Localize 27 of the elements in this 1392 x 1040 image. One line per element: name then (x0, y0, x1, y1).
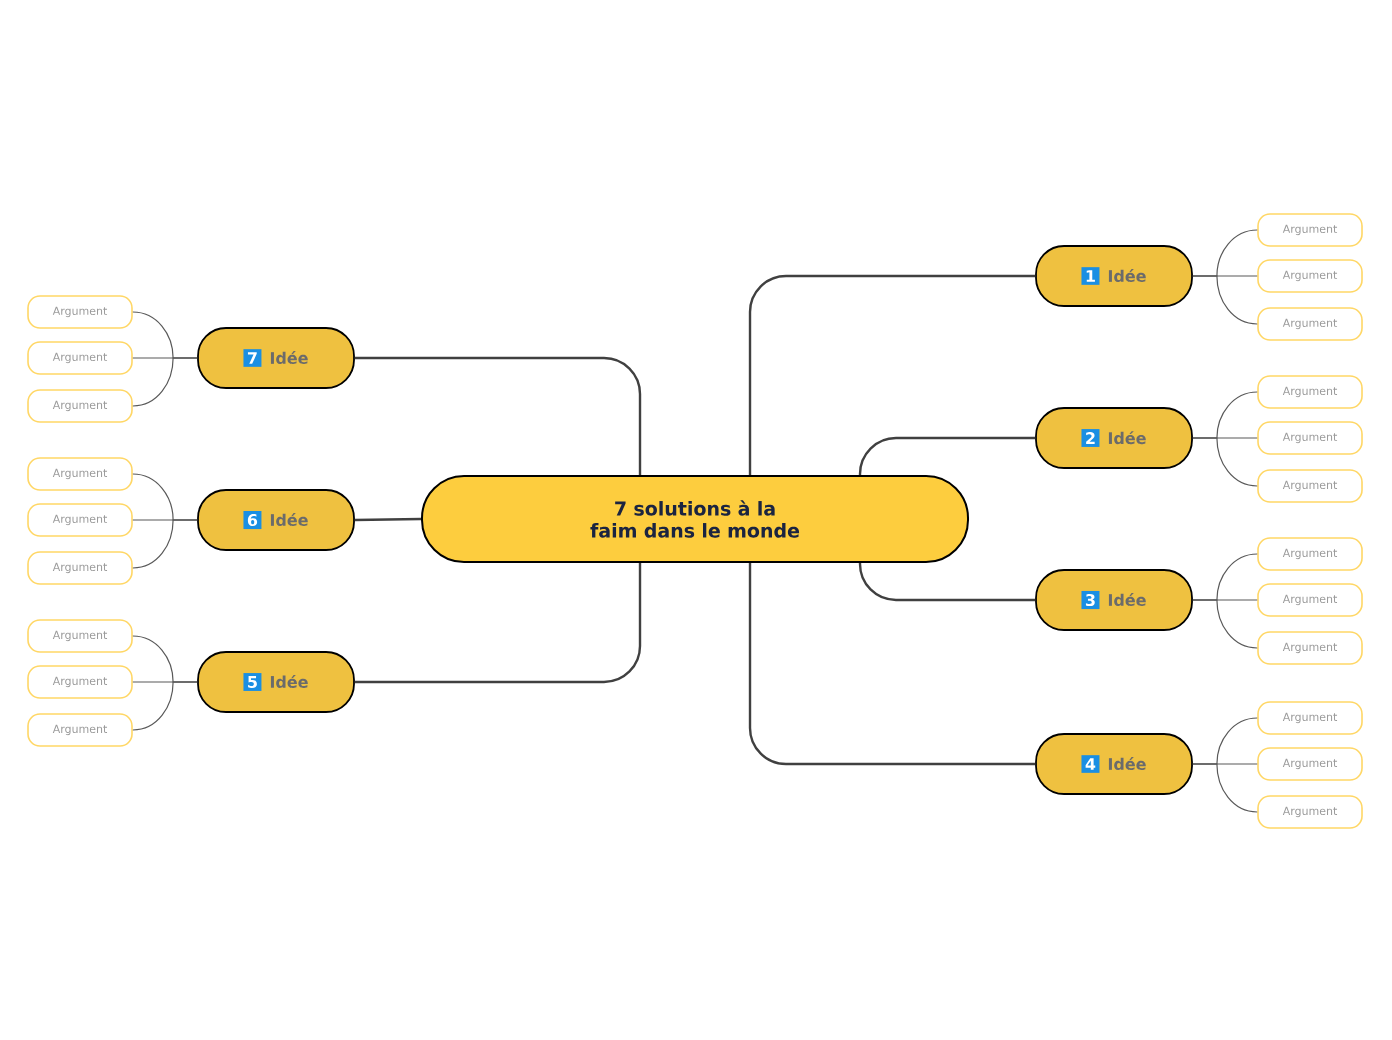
branch-line (858, 436, 1036, 476)
idea-box: 4 Idée (1035, 733, 1193, 795)
number-badge: 1 (1081, 267, 1100, 285)
idea-box: 7 Idée (197, 327, 355, 389)
idea-box: 5 Idée (197, 651, 355, 713)
connector-line (1192, 599, 1258, 649)
number-badge: 4 (1081, 755, 1100, 773)
connector-line (1192, 275, 1258, 325)
branch-line (354, 356, 642, 475)
central-topic-box: 7 solutions à la faim dans le monde (421, 475, 969, 563)
branch-line (748, 274, 1036, 475)
idea-box: 1 Idée (1035, 245, 1193, 307)
branch-line (354, 563, 642, 684)
connector-line (132, 519, 198, 569)
number-badge: 5 (243, 673, 262, 691)
branch-line (858, 562, 1036, 602)
connector-line (1192, 437, 1258, 487)
connector-line (1192, 763, 1258, 813)
idea-box: 2 Idée (1035, 407, 1193, 469)
number-badge: 2 (1081, 429, 1100, 447)
connector-line (132, 357, 198, 407)
branch-line (354, 517, 421, 522)
number-badge: 7 (243, 349, 262, 367)
branch-line (748, 563, 1036, 766)
connector-line (132, 681, 198, 731)
idea-box: 6 Idée (197, 489, 355, 551)
idea-box: 3 Idée (1035, 569, 1193, 631)
